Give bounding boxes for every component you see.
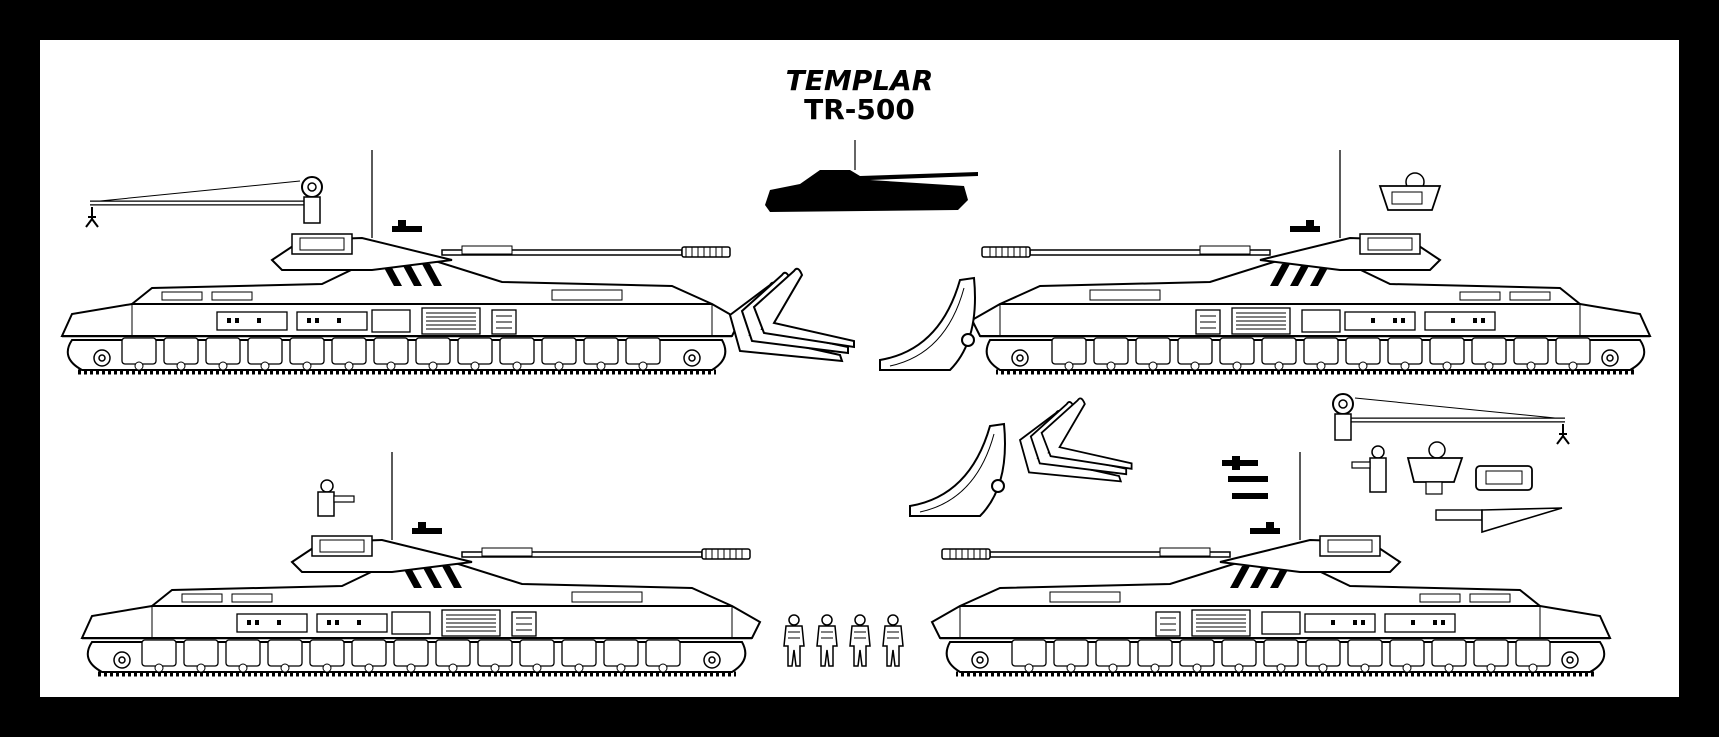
sensor-pod-icon <box>1475 465 1533 491</box>
crane-arm-icon <box>1333 394 1569 444</box>
title-block: TEMPLAR TR-500 <box>40 66 1679 126</box>
machine-gun-icon <box>1435 507 1563 534</box>
sensor-pod-icon <box>317 479 355 517</box>
radar-dish-icon <box>1406 441 1464 495</box>
machine-gun-icon <box>1222 456 1268 499</box>
dozer-blade-icon <box>909 423 1006 517</box>
dozer-blade-icon <box>879 277 976 371</box>
tank-view-top-right <box>972 150 1650 372</box>
ripper-tines-icon <box>1019 397 1133 483</box>
vehicle-model: TR-500 <box>804 93 915 126</box>
crew-figure-icon <box>882 614 904 667</box>
crew-figure-icon <box>849 614 871 667</box>
crane-arm-icon <box>86 177 322 227</box>
radar-dish-icon <box>1378 172 1442 211</box>
tank-silhouette-icon <box>765 140 978 212</box>
ripper-tines-icon <box>729 267 855 362</box>
tank-view-bottom-left <box>82 452 760 674</box>
tank-view-top-left <box>62 150 740 372</box>
sensor-pod-icon <box>1351 445 1387 493</box>
crew-figure-icon <box>783 614 805 667</box>
vehicle-name: TEMPLAR <box>785 64 934 97</box>
crew-figure-icon <box>816 614 838 667</box>
